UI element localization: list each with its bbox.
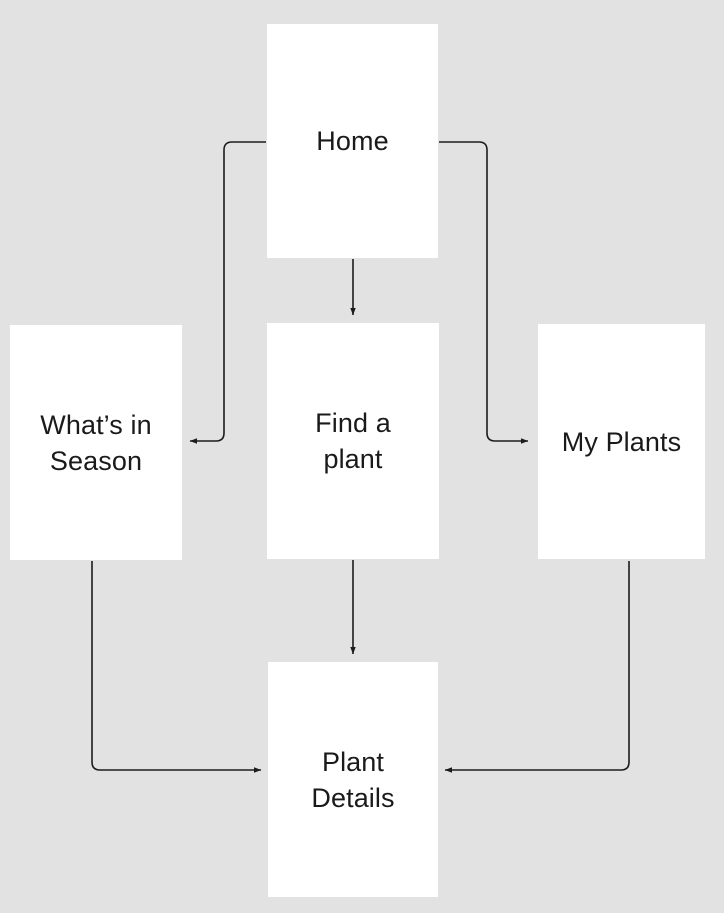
edge-whats-in-season-to-plant-details: [91, 561, 262, 773]
edge-home-to-my-plants: [439, 141, 529, 444]
node-my-plants-label: My Plants: [561, 426, 682, 457]
node-find-a-plant-label: Find a plant: [315, 408, 391, 474]
edge-home-to-whats-in-season: [189, 141, 266, 444]
node-find-a-plant[interactable]: Find a plant: [267, 323, 439, 559]
edge-my-plants-to-plant-details: [444, 561, 630, 773]
node-whats-in-season[interactable]: What’s in Season: [10, 325, 182, 560]
node-home[interactable]: Home: [267, 24, 438, 258]
node-whats-in-season-label: What’s in Season: [40, 409, 152, 476]
node-plant-details[interactable]: Plant Details: [268, 662, 438, 897]
node-home-label: Home: [316, 126, 389, 156]
node-my-plants[interactable]: My Plants: [538, 324, 705, 559]
node-plant-details-label: Plant Details: [311, 746, 395, 813]
